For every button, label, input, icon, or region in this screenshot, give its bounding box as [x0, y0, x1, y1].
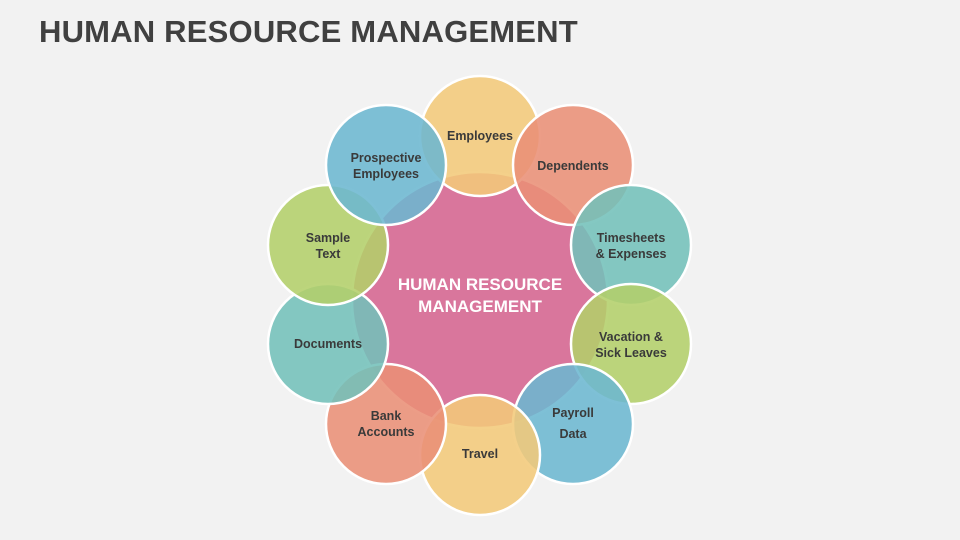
node-label-prospective-2: Employees: [353, 167, 419, 181]
center-label-line2: MANAGEMENT: [418, 297, 542, 316]
node-label-prospective-1: Prospective: [351, 151, 422, 165]
node-label-timesheets-2: & Expenses: [596, 247, 667, 261]
node-label-bank-1: Bank: [371, 409, 402, 423]
node-label-payroll-1: Payroll: [552, 406, 594, 420]
node-label-payroll-2: Data: [559, 427, 587, 441]
node-label-vacation-2: Sick Leaves: [595, 346, 667, 360]
node-label-documents: Documents: [294, 337, 362, 351]
node-label-sample-1: Sample: [306, 231, 351, 245]
node-label-sample-2: Text: [316, 247, 342, 261]
node-label-vacation-1: Vacation &: [599, 330, 663, 344]
node-label-employees: Employees: [447, 129, 513, 143]
node-label-timesheets-1: Timesheets: [597, 231, 666, 245]
node-label-dependents: Dependents: [537, 159, 609, 173]
page-title: HUMAN RESOURCE MANAGEMENT: [39, 14, 578, 49]
node-circle-prospective: [324, 103, 448, 227]
node-label-travel: Travel: [462, 447, 498, 461]
node-label-bank-2: Accounts: [358, 425, 415, 439]
center-label-line1: HUMAN RESOURCE: [398, 275, 562, 294]
